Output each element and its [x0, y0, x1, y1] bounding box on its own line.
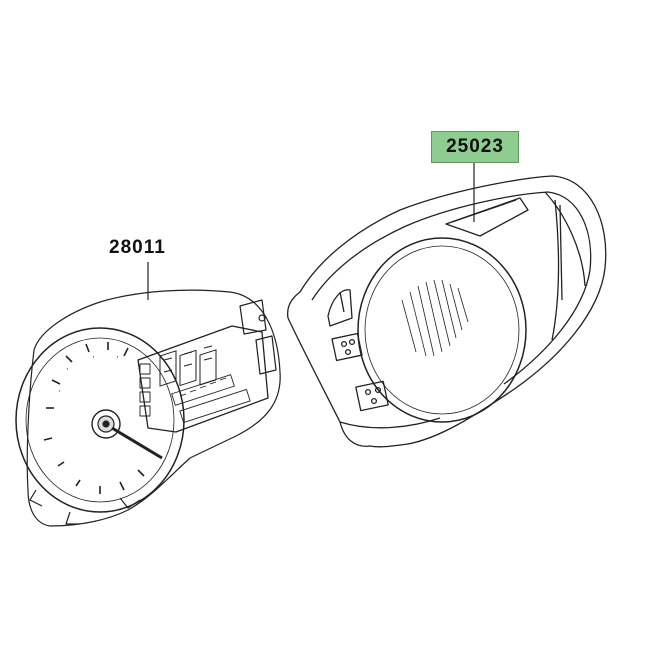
part-number-label-25023[interactable]: 25023 — [431, 131, 519, 163]
meter-assembly-drawing[interactable]: · · · · — [15, 289, 281, 527]
meter-cover-drawing[interactable] — [286, 175, 607, 448]
svg-text:·: · — [116, 353, 119, 363]
part-number-label-28011[interactable]: 28011 — [109, 237, 166, 258]
svg-text:·: · — [58, 387, 61, 397]
svg-text:·: · — [66, 365, 69, 375]
svg-text:·: · — [92, 353, 95, 363]
